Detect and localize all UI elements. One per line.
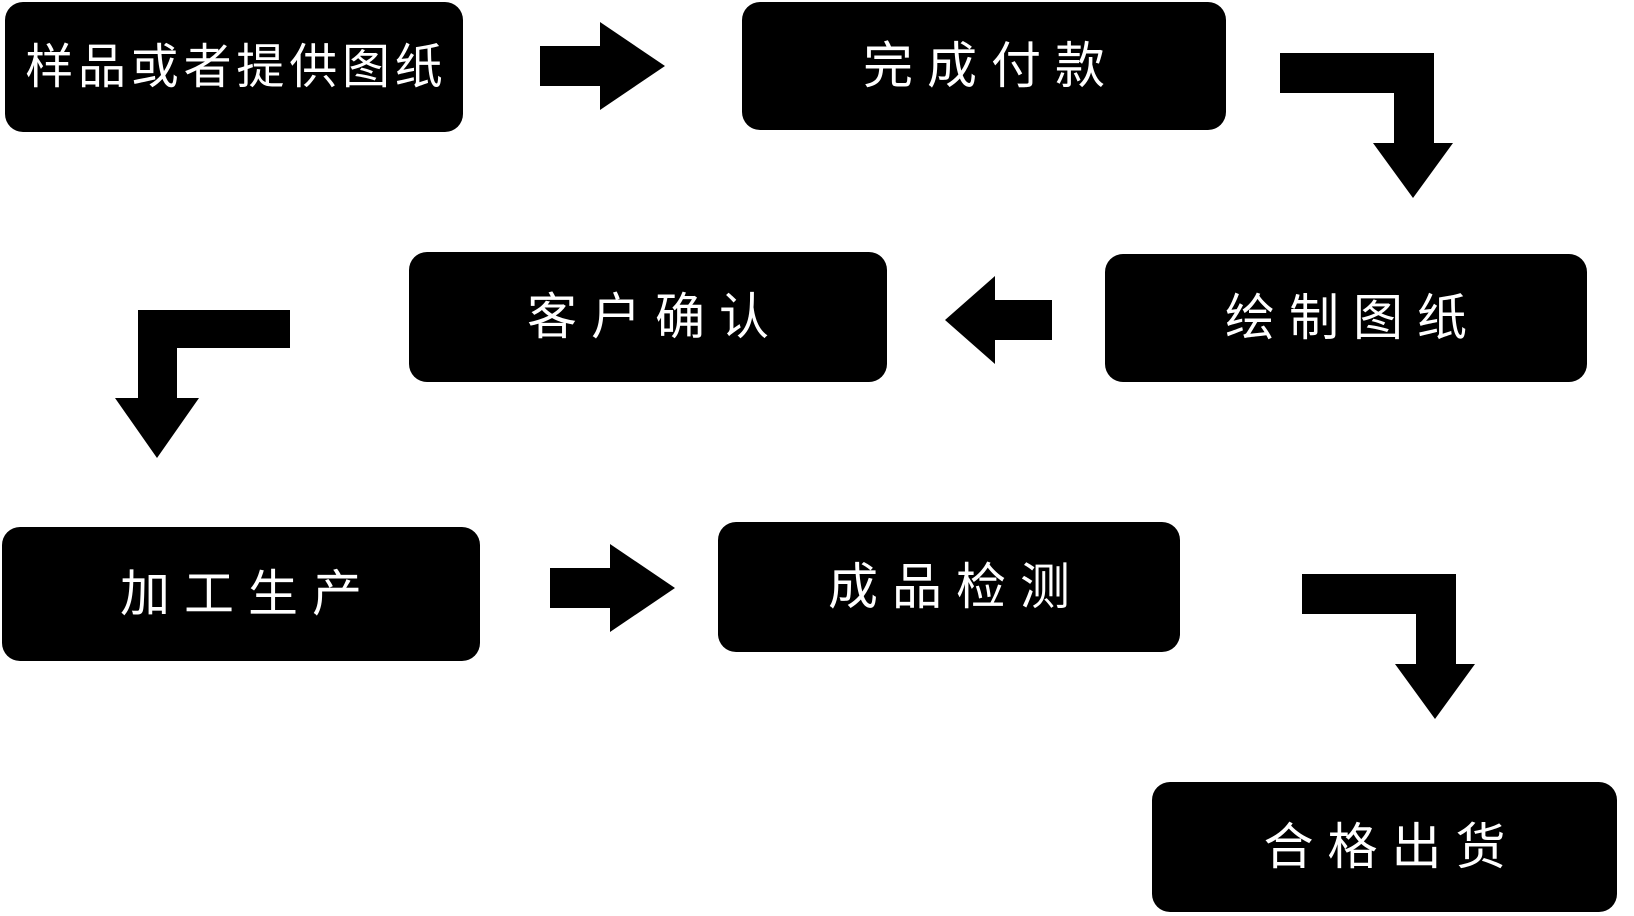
arrow-right-icon	[540, 22, 665, 110]
arrow-right-icon	[550, 544, 675, 632]
node-label: 完成付款	[863, 37, 1119, 95]
node-customer-confirmation: 客户确认	[409, 252, 887, 382]
node-label: 合格出货	[1263, 818, 1520, 876]
arrow-elbow-right-down-icon	[1280, 53, 1453, 198]
node-finished-product-inspection: 成品检测	[718, 522, 1180, 652]
node-processing-production: 加工生产	[2, 527, 480, 661]
node-qualified-shipment: 合格出货	[1152, 782, 1617, 912]
node-label: 客户确认	[527, 288, 783, 346]
node-draw-blueprint: 绘制图纸	[1105, 254, 1587, 382]
node-complete-payment: 完成付款	[742, 2, 1226, 130]
arrow-elbow-right-down-icon	[1302, 574, 1475, 719]
node-label: 绘制图纸	[1225, 289, 1481, 347]
node-label: 样品或者提供图纸	[25, 39, 448, 95]
node-sample-or-drawing: 样品或者提供图纸	[5, 2, 463, 132]
arrow-elbow-left-down-icon	[115, 310, 290, 458]
node-label: 成品检测	[828, 558, 1084, 616]
node-label: 加工生产	[120, 565, 376, 623]
arrow-left-icon	[945, 276, 1052, 364]
